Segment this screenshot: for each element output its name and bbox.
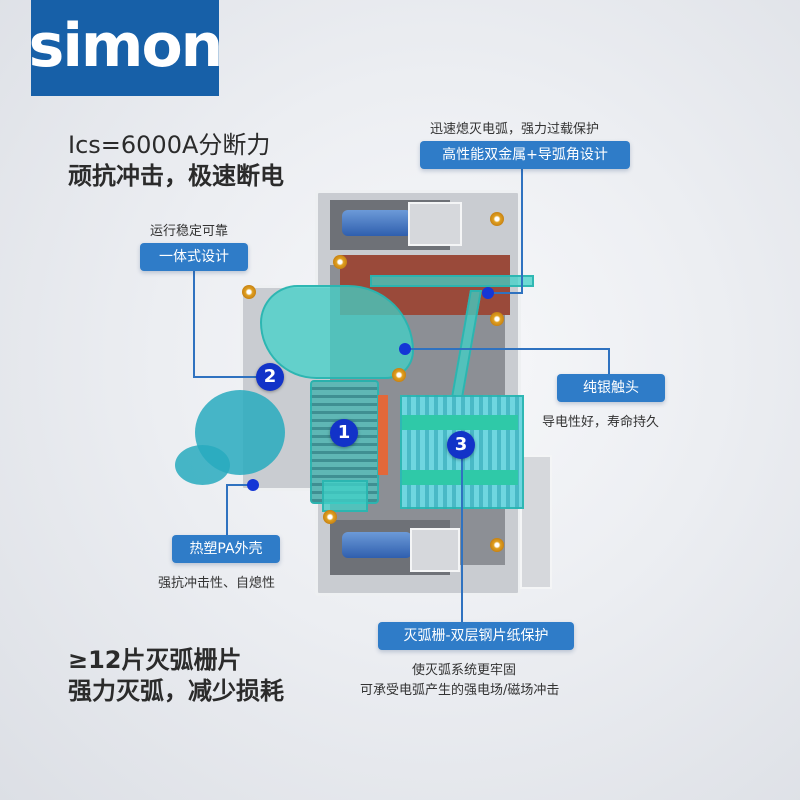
callout-dot-silver-contact <box>399 343 411 355</box>
pill-integrated: 一体式设计 <box>140 243 248 271</box>
callout-line-integrated-h <box>193 376 263 378</box>
logo-text: simon <box>28 11 224 81</box>
badge-2: 2 <box>256 363 284 391</box>
caption-integrated: 运行稳定可靠 <box>150 224 229 239</box>
coil-plunger <box>322 480 368 512</box>
callout-line-double-metal-h <box>488 292 523 294</box>
rivet-icon <box>490 538 504 552</box>
handle-lever <box>175 445 230 485</box>
headline-bottom-line2: 强力灭弧，减少损耗 <box>68 677 284 705</box>
callout-dot-pa-shell <box>247 479 259 491</box>
operating-mechanism <box>260 285 414 379</box>
arc-chute-plate-top <box>402 415 518 430</box>
pill-double-metal: 高性能双金属+导弧角设计 <box>420 141 630 169</box>
pill-pa-shell: 热塑PA外壳 <box>172 535 280 563</box>
callout-dot-double-metal <box>482 287 494 299</box>
callout-line-double-metal <box>521 167 523 293</box>
top-terminal-screw <box>342 210 412 236</box>
headline-top-line1: Ics=6000A分断力 <box>68 131 271 159</box>
top-clamp <box>408 202 462 246</box>
coil-armature <box>378 395 388 475</box>
caption-arc-chute-2: 可承受电弧产生的强电场/磁场冲击 <box>360 683 560 698</box>
din-rail-clip <box>520 455 552 589</box>
caption-arc-chute-1: 使灭弧系统更牢固 <box>412 663 517 678</box>
rivet-icon <box>490 212 504 226</box>
callout-line-pa-shell <box>226 484 228 536</box>
headline-bottom-line1: ≥12片灭弧栅片 <box>68 646 242 674</box>
callout-line-silver-contact <box>405 348 610 350</box>
callout-line-silver-contact-v <box>608 348 610 374</box>
bottom-clamp <box>410 528 460 572</box>
caption-pa-shell: 强抗冲击性、自熄性 <box>158 576 276 591</box>
badge-3: 3 <box>447 431 475 459</box>
rivet-icon <box>392 368 406 382</box>
rivet-icon <box>333 255 347 269</box>
simon-logo: simon <box>28 0 224 96</box>
rivet-icon <box>242 285 256 299</box>
headline-top-line2: 顽抗冲击，极速断电 <box>68 162 284 190</box>
arc-chute-plate-bottom <box>402 470 518 485</box>
badge-1: 1 <box>330 419 358 447</box>
breaker-cutaway-illustration <box>175 190 552 600</box>
rivet-icon <box>490 312 504 326</box>
caption-silver-contact: 导电性好，寿命持久 <box>542 415 660 430</box>
callout-line-arc-chute <box>461 452 463 622</box>
bottom-terminal-screw <box>342 532 412 558</box>
caption-double-metal: 迅速熄灭电弧，强力过载保护 <box>430 122 600 137</box>
pill-silver-contact: 纯银触头 <box>557 374 665 402</box>
pill-arc-chute: 灭弧栅-双层钢片纸保护 <box>378 622 574 650</box>
headline-top: Ics=6000A分断力 顽抗冲击，极速断电 <box>68 130 284 192</box>
rivet-icon <box>323 510 337 524</box>
callout-line-pa-shell-h <box>226 484 254 486</box>
headline-bottom: ≥12片灭弧栅片 强力灭弧，减少损耗 <box>68 645 284 707</box>
callout-line-integrated <box>193 269 195 377</box>
bimetal-strip <box>370 275 534 287</box>
